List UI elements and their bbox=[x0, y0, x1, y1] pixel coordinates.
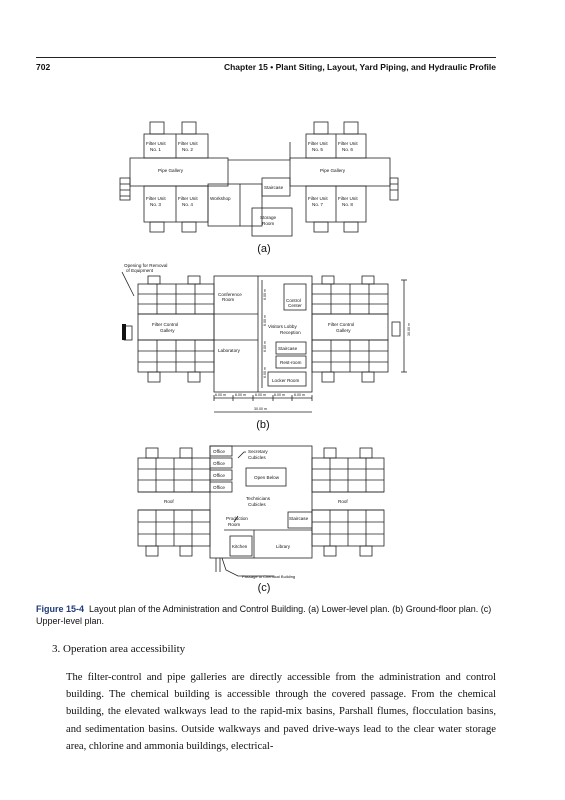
filter-unit-2-label: Filter Unit bbox=[178, 141, 198, 146]
filter-unit-6-label: Filter Unit bbox=[338, 141, 358, 146]
filter-unit-4-label: Filter Unit bbox=[178, 196, 198, 201]
library-label: Library bbox=[276, 544, 291, 549]
figure-caption: Figure 15-4 Layout plan of the Administr… bbox=[36, 604, 501, 627]
office-4-label: Office bbox=[213, 485, 225, 490]
dimension-v4: 6.00 m bbox=[263, 367, 267, 378]
body-paragraph: The filter-control and pipe galleries ar… bbox=[66, 672, 496, 752]
plan-a-label: (a) bbox=[257, 243, 270, 255]
dimension-v1: 6.00 m bbox=[263, 289, 267, 300]
dimension-v2: 6.00 m bbox=[263, 315, 267, 326]
staircase-a-label: Staircase bbox=[264, 185, 284, 190]
filter-control-gallery-right-1: Filter Control bbox=[328, 322, 354, 327]
office-3-label: Office bbox=[213, 473, 225, 478]
locker-room-label: Locker Room bbox=[272, 378, 299, 383]
staircase-c-label: Staircase bbox=[289, 516, 309, 521]
rest-room-label: Rest-room bbox=[280, 360, 302, 365]
plan-b-drawing: Opening for Removal of Equipment Confere… bbox=[121, 263, 411, 431]
opening-note-line-2: of Equipment bbox=[126, 268, 154, 273]
plan-a-drawing: Filter Unit No. 1 Filter Unit No. 2 Filt… bbox=[119, 121, 399, 255]
filter-unit-6-number: No. 6 bbox=[342, 147, 353, 152]
chapter-title: Chapter 15 • Plant Siting, Layout, Yard … bbox=[223, 62, 496, 72]
kitchen-label: Kitchen bbox=[232, 544, 248, 549]
filter-unit-5-number: No. 5 bbox=[312, 147, 323, 152]
office-2-label: Office bbox=[213, 461, 225, 466]
opening-note-line-1: Opening for Removal bbox=[124, 263, 167, 268]
pipe-gallery-left-label: Pipe Gallery bbox=[158, 168, 184, 173]
page-number: 702 bbox=[36, 62, 51, 72]
dimension-1: 6.00 m bbox=[215, 393, 226, 397]
plan-c-label: (c) bbox=[258, 582, 271, 594]
filter-unit-7-label: Filter Unit bbox=[308, 196, 328, 201]
laboratory-label: Laboratory bbox=[218, 348, 241, 353]
filter-control-gallery-left-1: Filter Control bbox=[152, 322, 178, 327]
filter-unit-1-label: Filter Unit bbox=[146, 141, 166, 146]
plan-c-upper-level: Office Office Office Office Secretary Cu… bbox=[134, 438, 414, 596]
roof-right-label: Roof bbox=[338, 499, 348, 504]
filter-unit-3-label: Filter Unit bbox=[146, 196, 166, 201]
control-center-label-2: Center bbox=[288, 303, 302, 308]
workshop-label: Workshop bbox=[210, 196, 231, 201]
dimension-total: 30.00 m bbox=[254, 407, 267, 411]
filter-unit-2-number: No. 2 bbox=[182, 147, 193, 152]
control-center-label-1: Control bbox=[286, 298, 301, 303]
filter-unit-4-number: No. 4 bbox=[182, 202, 193, 207]
visitors-lobby-label: Visitors Lobby bbox=[268, 324, 297, 329]
dimension-4: 6.00 m bbox=[274, 393, 285, 397]
reception-label: Reception bbox=[280, 330, 301, 335]
open-below-label: Open Below bbox=[254, 475, 280, 480]
dimension-v3: 6.00 m bbox=[263, 341, 267, 352]
running-head: 702 Chapter 15 • Plant Siting, Layout, Y… bbox=[36, 62, 496, 76]
header-rule bbox=[36, 57, 496, 58]
technicians-cubicles-label-1: Technicians bbox=[246, 496, 271, 501]
dimension-3: 6.00 m bbox=[255, 393, 266, 397]
secretary-cubicles-label-2: Cubicles bbox=[248, 455, 266, 460]
dimension-2: 6.00 m bbox=[235, 393, 246, 397]
storage-room-label-2: Room bbox=[262, 221, 274, 226]
section-heading: 3. Operation area accessibility bbox=[52, 643, 186, 655]
figure-number: Figure 15-4 bbox=[36, 604, 85, 614]
technicians-cubicles-label-2: Cubicles bbox=[248, 502, 266, 507]
plan-b-label: (b) bbox=[256, 419, 269, 431]
filter-unit-7-number: No. 7 bbox=[312, 202, 323, 207]
office-1-label: Office bbox=[213, 449, 225, 454]
dimension-5: 6.00 m bbox=[294, 393, 305, 397]
roof-left-label: Roof bbox=[164, 499, 174, 504]
filter-unit-5-label: Filter Unit bbox=[308, 141, 328, 146]
plan-c-drawing: Office Office Office Office Secretary Cu… bbox=[137, 445, 385, 594]
conference-room-label-1: Conference bbox=[218, 292, 242, 297]
secretary-cubicles-label-1: Secretary bbox=[248, 449, 268, 454]
staircase-b-label: Staircase bbox=[278, 346, 298, 351]
filter-control-gallery-right-2: Gallery bbox=[336, 328, 351, 333]
figure-caption-text: Layout plan of the Administration and Co… bbox=[36, 604, 492, 626]
filter-unit-8-number: No. 8 bbox=[342, 202, 353, 207]
pipe-gallery-right-label: Pipe Gallery bbox=[320, 168, 346, 173]
conference-room-label-2: Room bbox=[222, 297, 234, 302]
production-room-label-1: Production bbox=[226, 516, 248, 521]
filter-unit-8-label: Filter Unit bbox=[338, 196, 358, 201]
plan-a-lower-level: Filter Unit No. 1 Filter Unit No. 2 Filt… bbox=[110, 118, 410, 258]
plan-b-ground-floor: Opening for Removal of Equipment Confere… bbox=[108, 260, 418, 432]
passage-note-label: Passage to Chemical Building bbox=[242, 574, 295, 579]
filter-control-gallery-left-2: Gallery bbox=[160, 328, 175, 333]
filter-unit-1-number: No. 1 bbox=[150, 147, 161, 152]
production-room-label-2: Room bbox=[228, 522, 240, 527]
storage-room-label-1: Storage bbox=[260, 215, 277, 220]
filter-unit-3-number: No. 3 bbox=[150, 202, 161, 207]
dimension-side: 30.00 m bbox=[407, 323, 411, 336]
